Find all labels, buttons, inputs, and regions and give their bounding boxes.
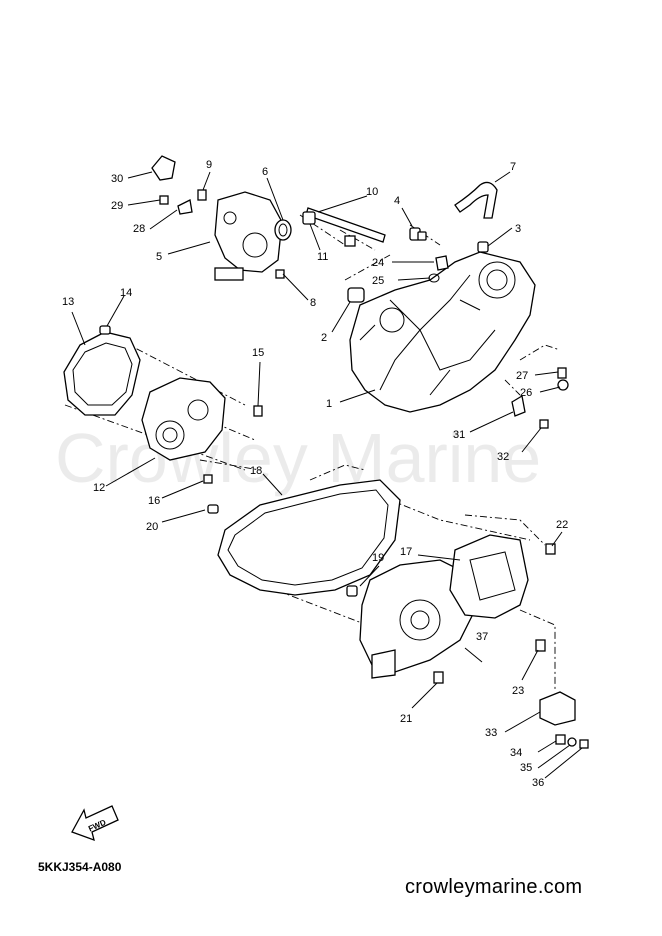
- stay-28: [177, 199, 193, 215]
- stay-31: [511, 394, 526, 417]
- plug-4: [409, 227, 427, 241]
- gasket-13: [63, 331, 141, 416]
- nut-36: [579, 739, 589, 749]
- bolt-23: [535, 639, 546, 652]
- collar-11: [302, 211, 316, 225]
- callout-35: 35: [520, 762, 532, 774]
- callout-7: 7: [510, 161, 516, 173]
- callout-28: 28: [133, 223, 145, 235]
- callout-5: 5: [156, 251, 162, 263]
- bolt-21: [433, 671, 444, 684]
- bolt-29: [159, 195, 169, 205]
- callout-36: 36: [532, 777, 544, 789]
- callout-22: 22: [556, 519, 568, 531]
- bolt-32: [539, 419, 549, 429]
- callout-9: 9: [206, 159, 212, 171]
- callout-32: 32: [497, 451, 509, 463]
- callout-17: 17: [400, 546, 412, 558]
- callout-6: 6: [262, 166, 268, 178]
- callout-15: 15: [252, 347, 264, 359]
- callout-30: 30: [111, 173, 123, 185]
- callout-21: 21: [400, 713, 412, 725]
- callout-20: 20: [146, 521, 158, 533]
- gasket-18: [217, 479, 401, 596]
- bolt-9: [197, 189, 207, 201]
- callout-1: 1: [326, 398, 332, 410]
- bearing-2: [347, 287, 365, 303]
- nut-34: [555, 734, 566, 745]
- dowel-14: [99, 325, 111, 335]
- mount-33: [539, 691, 576, 726]
- cover-17: [449, 534, 529, 619]
- bolt-8: [275, 269, 285, 279]
- callout-14: 14: [120, 287, 132, 299]
- callout-4: 4: [394, 195, 400, 207]
- callout-numbers: 1 2 3 4 5 6 7 8 9 10 11 12 13 14 15 16 1…: [62, 159, 568, 789]
- callout-3: 3: [515, 223, 521, 235]
- callout-26: 26: [520, 387, 532, 399]
- callout-16: 16: [148, 495, 160, 507]
- callout-25: 25: [372, 275, 384, 287]
- fwd-arrow: FWD: [71, 805, 119, 842]
- dowel-19: [346, 585, 358, 597]
- washer-26: [557, 379, 569, 391]
- callout-24: 24: [372, 257, 384, 269]
- bolt-22: [545, 543, 556, 555]
- oil-filter-24: [435, 255, 449, 271]
- oil-seal-6: [274, 219, 292, 241]
- callout-2: 2: [321, 332, 327, 344]
- callout-19: 19: [372, 552, 384, 564]
- callout-29: 29: [111, 200, 123, 212]
- watermark: Crowley Marine: [55, 419, 542, 497]
- callout-11: 11: [317, 251, 328, 263]
- plug-3: [477, 241, 489, 253]
- callout-13: 13: [62, 296, 74, 308]
- cover-12: [141, 377, 226, 461]
- site-url[interactable]: crowleymarine.com: [405, 876, 583, 898]
- bolt-16: [203, 474, 213, 484]
- callout-10: 10: [366, 186, 378, 198]
- callout-12: 12: [93, 482, 105, 494]
- washer-35: [567, 737, 577, 747]
- callout-23: 23: [512, 685, 524, 697]
- bolt-15: [253, 405, 263, 417]
- dowel-20: [207, 504, 219, 514]
- callout-31: 31: [453, 429, 465, 441]
- oil-pump-5: [214, 191, 283, 281]
- leader-lines: [71, 171, 583, 779]
- callout-34: 34: [510, 747, 522, 759]
- callout-27: 27: [516, 370, 528, 382]
- cover-37: [359, 559, 476, 679]
- callout-33: 33: [485, 727, 497, 739]
- bolt-27: [557, 367, 567, 379]
- callout-8: 8: [310, 297, 316, 309]
- callout-18: 18: [250, 465, 262, 477]
- drawing-code: 5KKJ354-A080: [38, 860, 122, 874]
- crankcase: [349, 251, 536, 413]
- hose-7: [454, 181, 498, 219]
- callout-37: 37: [476, 631, 488, 643]
- cover-30: [151, 155, 176, 181]
